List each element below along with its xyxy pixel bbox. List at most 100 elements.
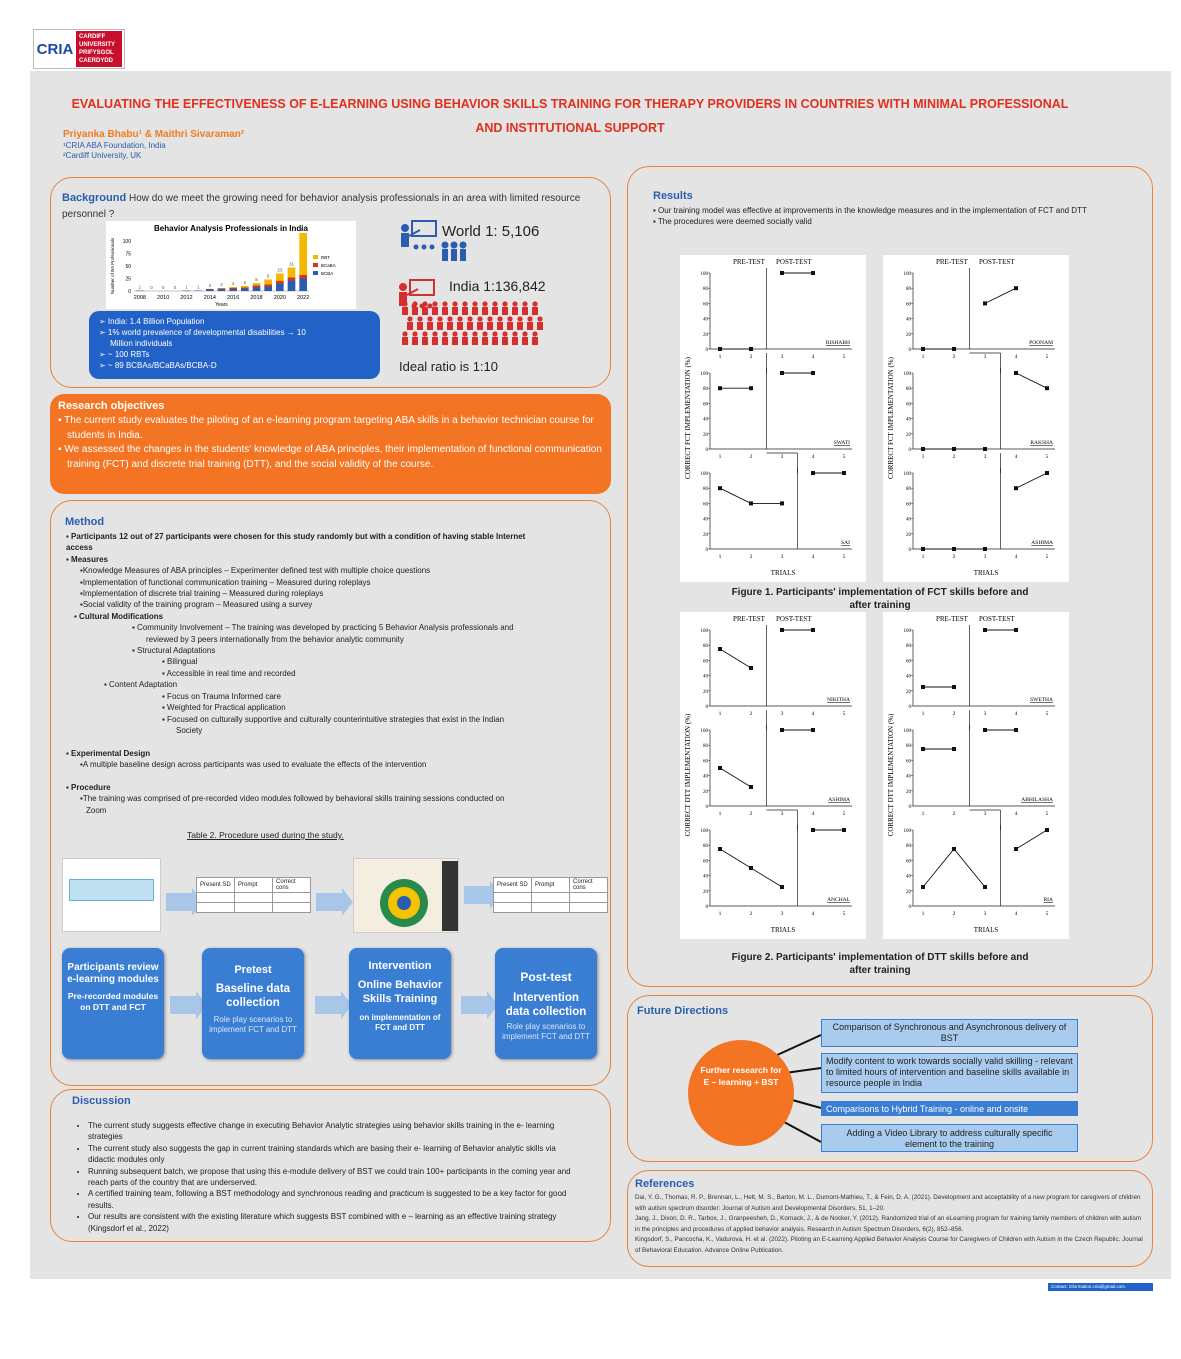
chart-data-label: 9 bbox=[267, 274, 270, 279]
y-tick-label: 100 bbox=[701, 629, 709, 634]
x-tick-label: 5 bbox=[1046, 711, 1049, 717]
person-head bbox=[452, 331, 458, 337]
person-body bbox=[472, 337, 478, 345]
table-header: Correct cons bbox=[569, 877, 608, 893]
table-caption: Table 2. Procedure used during the study… bbox=[187, 830, 344, 840]
person-body bbox=[427, 322, 433, 330]
x-tick-label: 5 bbox=[843, 354, 846, 360]
y-tick-label: 0 bbox=[909, 805, 912, 810]
step-sub: Online Behavior Skills Training bbox=[357, 979, 443, 1005]
reference-item: Dai, Y. G., Thomas, R. P., Brennan, L., … bbox=[635, 1194, 1141, 1212]
participant-label: ASHIMA bbox=[828, 797, 850, 803]
legend-swatch bbox=[313, 271, 318, 275]
y-tick-label: 80 bbox=[906, 844, 912, 849]
table-cell bbox=[531, 902, 570, 913]
y-tick-label: 40 bbox=[703, 518, 709, 523]
chart-data-label: 1 bbox=[139, 285, 142, 290]
chart-bar bbox=[194, 290, 202, 291]
person-head bbox=[412, 331, 418, 337]
x-tick-label: 3 bbox=[781, 811, 784, 817]
person-head bbox=[492, 301, 498, 307]
x-tick-label: 3 bbox=[984, 811, 987, 817]
method-line: ▪ Structural Adaptations bbox=[132, 646, 216, 656]
x-tick-label: 1 bbox=[719, 711, 722, 717]
bullet: ➢ ~ 89 BCBAs/BCaBAs/BCBA-D bbox=[99, 361, 217, 370]
arrow-right-icon bbox=[170, 991, 207, 1019]
data-point bbox=[811, 728, 815, 732]
chart-bar bbox=[299, 233, 307, 275]
data-point bbox=[811, 628, 815, 632]
future-item: Comparisons to Hybrid Training - online … bbox=[821, 1101, 1078, 1116]
x-tick-label: 1 bbox=[719, 354, 722, 360]
step-box-posttest: Post-test Intervention data collection R… bbox=[495, 948, 597, 1059]
y-tick-label: 60 bbox=[703, 759, 709, 764]
chart-xtick: 2012 bbox=[180, 295, 192, 301]
y-tick-label: 60 bbox=[906, 402, 912, 407]
y-tick-label: 100 bbox=[904, 729, 912, 734]
chart-bar bbox=[287, 267, 296, 278]
person-head bbox=[447, 316, 453, 322]
x-tick-label: 4 bbox=[812, 554, 815, 560]
chart-xtick: 2010 bbox=[157, 295, 169, 301]
chart-bar bbox=[264, 286, 272, 291]
person-body bbox=[432, 307, 438, 315]
method-line: ▪ Focused on culturally supportive and c… bbox=[162, 714, 505, 724]
data-point bbox=[1014, 728, 1018, 732]
post-test-label: POST-TEST bbox=[979, 615, 1015, 623]
participant-label: RIA bbox=[1044, 897, 1054, 903]
x-axis-label: TRIALS bbox=[974, 569, 999, 577]
table-header: Correct cons bbox=[272, 877, 311, 893]
table-cell bbox=[196, 892, 235, 903]
person-body bbox=[422, 337, 428, 345]
person-head bbox=[437, 316, 443, 322]
person-body bbox=[452, 337, 458, 345]
person-body bbox=[437, 322, 443, 330]
x-tick-label: 1 bbox=[719, 454, 722, 460]
figure-2-caption: Figure 2. Participants' implementation o… bbox=[731, 952, 1029, 976]
chart-data-label: 0 bbox=[174, 285, 177, 290]
x-tick-label: 2 bbox=[750, 711, 753, 717]
data-point bbox=[811, 271, 815, 275]
x-tick-label: 1 bbox=[922, 554, 925, 560]
data-point bbox=[983, 728, 987, 732]
data-point bbox=[983, 547, 987, 551]
person-body bbox=[492, 337, 498, 345]
method-line: access bbox=[66, 543, 93, 553]
discussion-item: A certified training team, following a B… bbox=[88, 1188, 584, 1211]
y-tick-label: 100 bbox=[904, 272, 912, 277]
legend-swatch bbox=[313, 255, 318, 259]
table-cell bbox=[531, 892, 570, 903]
affiliation-2: ²Cardiff University, UK bbox=[63, 151, 142, 160]
person-head bbox=[517, 316, 523, 322]
person-body bbox=[502, 337, 508, 345]
data-point bbox=[718, 386, 722, 391]
y-tick-label: 0 bbox=[706, 705, 709, 710]
future-item: Modify content to work towards socially … bbox=[821, 1053, 1078, 1093]
table-cell bbox=[493, 892, 532, 903]
pre-test-label: PRE-TEST bbox=[936, 258, 969, 266]
data-point bbox=[1014, 371, 1018, 375]
data-line bbox=[922, 848, 986, 888]
x-tick-label: 4 bbox=[812, 354, 815, 360]
step-title: Intervention bbox=[368, 960, 432, 972]
method-line: Society bbox=[176, 725, 203, 735]
table-cell bbox=[196, 902, 235, 913]
person-body bbox=[402, 337, 408, 345]
step-note: Role play scenarios to implement FCT and… bbox=[209, 1015, 297, 1034]
data-line bbox=[1015, 472, 1048, 489]
person-body bbox=[537, 322, 543, 330]
data-point bbox=[983, 447, 987, 451]
method-line: ▪ Weighted for Practical application bbox=[162, 703, 286, 713]
x-tick-label: 1 bbox=[719, 554, 722, 560]
person-head bbox=[512, 301, 518, 307]
person-body bbox=[507, 322, 513, 330]
person-head bbox=[537, 316, 543, 322]
chart-bar bbox=[241, 288, 249, 291]
bullet: ➢ 1% world prevalence of developmental d… bbox=[99, 328, 306, 337]
x-tick-label: 4 bbox=[1015, 454, 1018, 460]
step-sub: Pre-recorded modules on DTT and FCT bbox=[67, 991, 159, 1012]
person-body bbox=[497, 322, 503, 330]
method-line: ▪Social validity of the training program… bbox=[80, 600, 313, 610]
